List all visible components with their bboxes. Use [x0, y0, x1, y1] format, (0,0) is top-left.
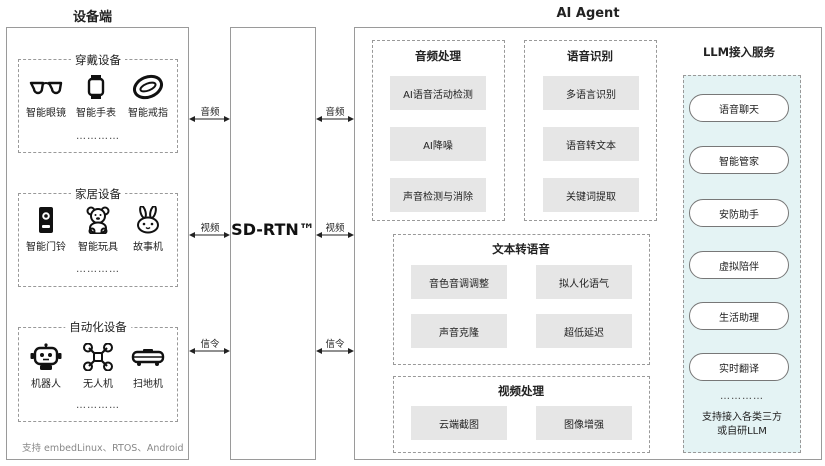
- link-label-video-right: 视频: [325, 223, 345, 234]
- asr-stt-box: 语音转文本: [543, 127, 639, 161]
- device-label: 智能手表: [76, 108, 116, 119]
- speech-recognition-title: 语音识别: [567, 49, 613, 63]
- video-processing-title: 视频处理: [498, 384, 544, 398]
- llm-footer-line1: 支持接入各类三方: [702, 412, 782, 423]
- sd-rtn-label: SD-RTN™: [231, 220, 315, 239]
- device-label: 扫地机: [133, 379, 163, 390]
- llm-smart-butler: 智能管家: [689, 146, 789, 174]
- teddy-bear-icon: [86, 206, 110, 234]
- link-label-audio-right: 音频: [325, 107, 345, 118]
- llm-service-title: LLM接入服务: [702, 45, 776, 59]
- link-label-signal-right: 信令: [325, 339, 345, 350]
- platform-support-note: 支持 embedLinux、RTOS、Android: [22, 443, 184, 454]
- asr-keyword-box: 关键词提取: [543, 178, 639, 212]
- wearables-title: 穿戴设备: [71, 52, 125, 68]
- link-label-audio-left: 音频: [200, 107, 220, 118]
- drone-icon: [83, 343, 113, 371]
- sd-rtn-panel: [230, 27, 316, 460]
- llm-more: …………: [720, 391, 764, 402]
- ai-agent-title: AI Agent: [556, 6, 620, 21]
- tts-title: 文本转语音: [492, 242, 550, 256]
- llm-realtime-translation: 实时翻译: [689, 353, 789, 381]
- llm-voice-chat: 语音聊天: [689, 94, 789, 122]
- device-smart-doorbell: 智能门铃: [16, 206, 76, 253]
- robot-vacuum-icon: [131, 349, 165, 366]
- ring-icon: [132, 74, 164, 100]
- wearables-group: [18, 59, 178, 153]
- wearables-more: …………: [76, 131, 120, 142]
- automation-title: 自动化设备: [65, 319, 131, 335]
- home-title: 家居设备: [71, 186, 125, 202]
- llm-life-assistant: 生活助理: [689, 302, 789, 330]
- device-story-machine: 故事机: [118, 206, 178, 253]
- link-label-video-left: 视频: [200, 223, 220, 234]
- audio-processing-title: 音频处理: [415, 49, 461, 63]
- device-smart-ring: 智能戒指: [118, 74, 178, 119]
- device-robot: 机器人: [16, 343, 76, 390]
- robot-icon: [30, 343, 62, 370]
- watch-icon: [87, 75, 105, 99]
- automation-group: [18, 327, 178, 422]
- home-more: …………: [76, 264, 120, 275]
- bunny-icon: [137, 206, 159, 234]
- audio-vad-box: AI语音活动检测: [390, 76, 486, 110]
- audio-echo-cancel-box: 声音检测与消除: [390, 178, 486, 212]
- device-smart-glasses: 智能眼镜: [16, 74, 76, 119]
- device-label: 机器人: [31, 379, 61, 390]
- llm-security-assistant: 安防助手: [689, 199, 789, 227]
- doorbell-icon: [39, 207, 53, 233]
- device-label: 无人机: [83, 379, 113, 390]
- automation-more: …………: [76, 400, 120, 411]
- device-smart-watch: 智能手表: [66, 74, 126, 119]
- device-label: 智能戒指: [128, 108, 168, 119]
- audio-denoise-box: AI降噪: [390, 127, 486, 161]
- asr-multilang-box: 多语言识别: [543, 76, 639, 110]
- link-label-signal-left: 信令: [200, 339, 220, 350]
- tts-voice-clone-box: 声音克隆: [411, 314, 507, 348]
- llm-footer-note: 支持接入各类三方 或自研LLM: [683, 411, 801, 439]
- tts-humanlike-box: 拟人化语气: [536, 265, 632, 299]
- video-screenshot-box: 云端截图: [411, 406, 507, 440]
- glasses-icon: [29, 81, 63, 95]
- llm-footer-line2: 或自研LLM: [717, 426, 767, 437]
- device-label: 智能玩具: [78, 242, 118, 253]
- device-robot-vacuum: 扫地机: [118, 343, 178, 390]
- device-label: 智能门铃: [26, 242, 66, 253]
- tts-low-latency-box: 超低延迟: [536, 314, 632, 348]
- device-side-title: 设备端: [72, 10, 112, 25]
- device-smart-toy: 智能玩具: [68, 206, 128, 253]
- video-enhance-box: 图像增强: [536, 406, 632, 440]
- device-label: 故事机: [133, 242, 163, 253]
- tts-timbre-box: 音色音调调整: [411, 265, 507, 299]
- llm-virtual-companion: 虚拟陪伴: [689, 251, 789, 279]
- device-drone: 无人机: [68, 343, 128, 390]
- device-label: 智能眼镜: [26, 108, 66, 119]
